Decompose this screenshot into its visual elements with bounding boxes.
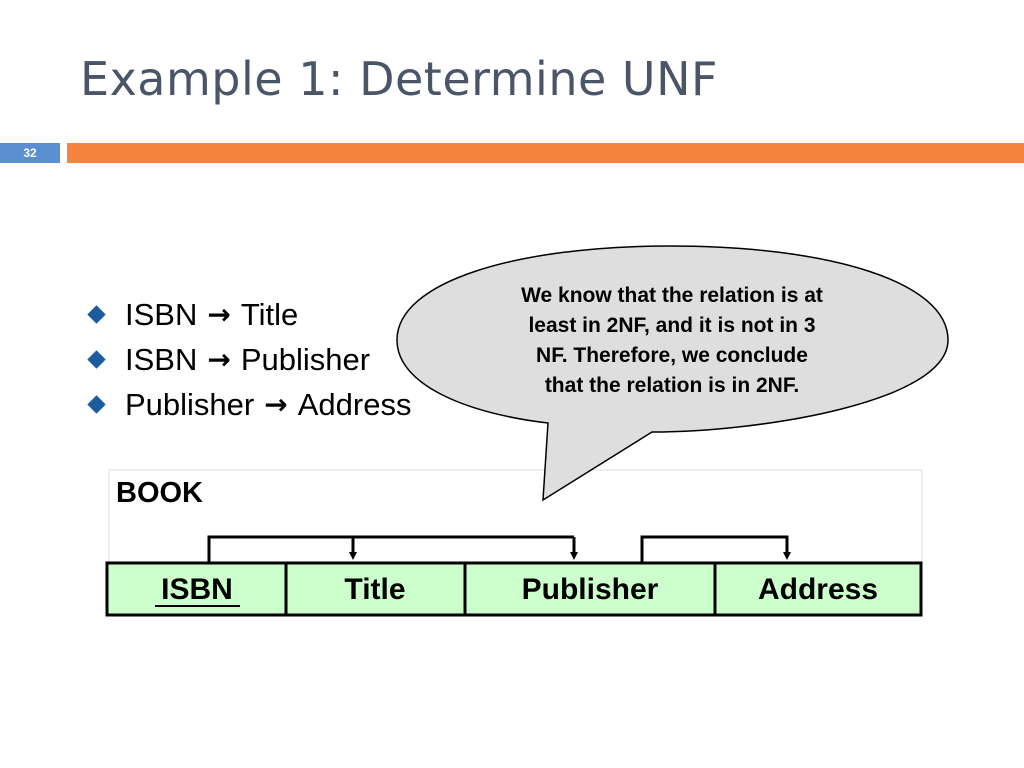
address-arrow bbox=[640, 535, 791, 563]
callout-text: We know that the relation is at least in… bbox=[521, 284, 823, 397]
slide-number: 32 bbox=[0, 143, 60, 163]
attribute-label-publisher: Publisher bbox=[522, 573, 659, 606]
slide-title: Example 1: Determine UNF bbox=[80, 52, 718, 106]
dependency-from: Publisher bbox=[125, 386, 255, 422]
attribute-cell-publisher bbox=[463, 561, 717, 617]
callout-bubble bbox=[396, 245, 949, 502]
relation-frame bbox=[108, 469, 923, 566]
dependency-from: ISBN bbox=[125, 341, 198, 377]
dependency-connectors bbox=[207, 535, 791, 563]
dependency-item: ISBN → Title bbox=[87, 292, 411, 337]
accent-bar bbox=[67, 143, 1024, 163]
isbn-dependency-line bbox=[207, 535, 574, 563]
right-arrow-icon: → bbox=[264, 388, 288, 421]
attribute-cell-address bbox=[713, 561, 923, 617]
right-arrow-icon: → bbox=[207, 298, 231, 331]
dependency-to: Address bbox=[297, 386, 412, 422]
right-arrow-icon: → bbox=[207, 343, 231, 376]
dependency-from: ISBN bbox=[125, 296, 198, 332]
callout-line: We know that the relation is at bbox=[521, 284, 823, 307]
dependency-list: ISBN → Title ISBN → Publisher Publisher … bbox=[87, 292, 412, 427]
dependency-item: Publisher → Address bbox=[87, 382, 412, 427]
dependency-to: Title bbox=[240, 296, 299, 332]
dependency-item: ISBN → Publisher bbox=[87, 337, 411, 382]
attribute-label-address: Address bbox=[758, 573, 878, 606]
relation-name: BOOK bbox=[116, 477, 203, 509]
attribute-label-isbn: ISBN bbox=[161, 573, 233, 606]
callout-line: NF. Therefore, we conclude bbox=[536, 344, 808, 367]
attribute-label-title: Title bbox=[344, 573, 405, 606]
callout-line: least in 2NF, and it is not in 3 bbox=[528, 314, 815, 337]
attribute-row: ISBN Title Publisher Address bbox=[105, 561, 923, 617]
dependency-to: Publisher bbox=[240, 341, 371, 377]
callout-line: that the relation is in 2NF. bbox=[545, 374, 799, 397]
